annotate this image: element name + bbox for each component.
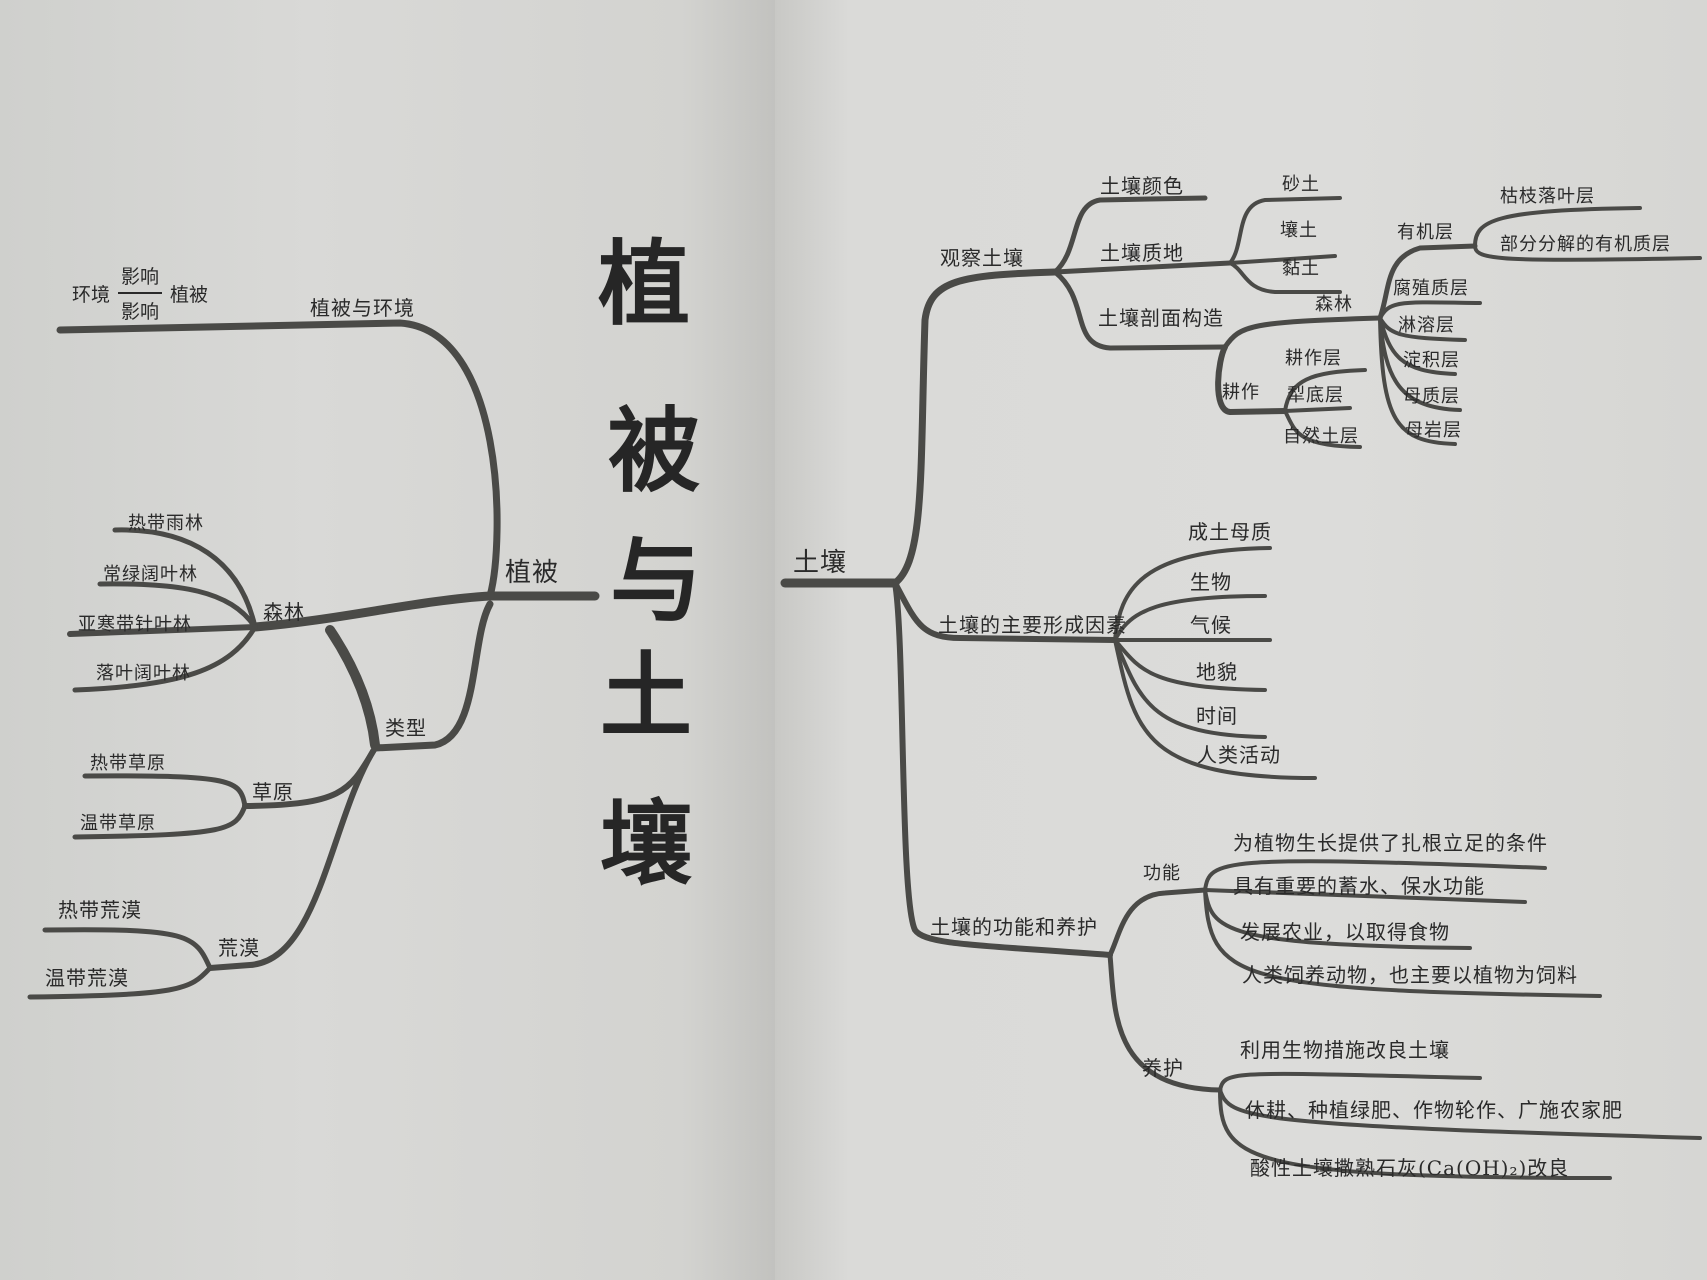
title-char-2: 被 xyxy=(608,397,701,505)
organic-item-1: 枯枝落叶层 xyxy=(1500,186,1595,207)
note-influence-bottom: 影响 xyxy=(121,301,160,323)
factor-item-6: 人类活动 xyxy=(1197,743,1281,767)
title-char-4: 土 xyxy=(600,642,693,750)
factor-item-3: 气候 xyxy=(1190,613,1232,637)
node-soil-profile: 土壤剖面构造 xyxy=(1098,306,1224,330)
title-char-3: 与 xyxy=(610,527,703,635)
node-organic-layer: 有机层 xyxy=(1397,222,1454,243)
texture-item-1: 砂土 xyxy=(1282,174,1320,195)
node-grassland: 草原 xyxy=(252,780,294,804)
forest-item-3: 亚寒带针叶林 xyxy=(78,614,192,635)
node-cultivated: 耕作 xyxy=(1222,382,1260,403)
care-item-2: 休耕、种植绿肥、作物轮作、广施农家肥 xyxy=(1245,1098,1623,1122)
factor-item-1: 成土母质 xyxy=(1188,520,1272,544)
fraction-bar xyxy=(118,292,163,294)
cultivated-item-3: 自然土层 xyxy=(1283,426,1359,447)
function-item-4: 人类饲养动物，也主要以植物为饲料 xyxy=(1242,963,1578,987)
cultivated-item-1: 耕作层 xyxy=(1285,348,1342,369)
forest-layer-3: 淀积层 xyxy=(1403,350,1460,371)
texture-item-3: 黏土 xyxy=(1282,258,1320,279)
forest-item-2: 常绿阔叶林 xyxy=(103,564,198,585)
care-item-1: 利用生物措施改良土壤 xyxy=(1240,1038,1450,1062)
note-influence-top: 影响 xyxy=(121,266,160,288)
title-char-1: 植 xyxy=(598,230,691,338)
node-function: 功能 xyxy=(1143,863,1181,884)
forest-item-4: 落叶阔叶林 xyxy=(96,663,191,684)
node-soil-texture: 土壤质地 xyxy=(1100,241,1184,265)
node-forest: 森林 xyxy=(263,600,305,624)
node-desert: 荒漠 xyxy=(218,936,260,960)
function-item-2: 具有重要的蓄水、保水功能 xyxy=(1233,874,1485,898)
node-profile-forest: 森林 xyxy=(1315,294,1353,315)
note-vegetation: 植被 xyxy=(170,283,209,306)
function-item-3: 发展农业，以取得食物 xyxy=(1240,920,1450,944)
desert-item-1: 热带荒漠 xyxy=(58,898,142,922)
node-care: 养护 xyxy=(1142,1056,1184,1080)
node-types: 类型 xyxy=(385,716,427,740)
title-char-5: 壤 xyxy=(600,790,693,898)
function-item-1: 为植物生长提供了扎根立足的条件 xyxy=(1233,831,1548,855)
forest-layer-5: 母岩层 xyxy=(1405,420,1462,441)
organic-item-2: 部分分解的有机质层 xyxy=(1500,234,1671,255)
forest-layer-1: 腐殖质层 xyxy=(1393,278,1469,299)
node-soil-color: 土壤颜色 xyxy=(1100,174,1184,198)
environment-relation-note: 环境 影响 影响 植被 xyxy=(72,262,208,324)
factor-item-2: 生物 xyxy=(1190,570,1232,594)
cultivated-item-2: 犁底层 xyxy=(1287,385,1344,406)
forest-layer-4: 母质层 xyxy=(1403,386,1460,407)
grassland-item-1: 热带草原 xyxy=(90,753,166,774)
forest-layer-2: 淋溶层 xyxy=(1398,315,1455,336)
grassland-item-2: 温带草原 xyxy=(80,813,156,834)
node-soil-root: 土壤 xyxy=(793,548,848,578)
texture-item-2: 壤土 xyxy=(1280,220,1318,241)
desert-item-2: 温带荒漠 xyxy=(45,966,129,990)
factor-item-5: 时间 xyxy=(1196,704,1238,728)
care-item-3: 酸性土壤撒熟石灰(Ca(OH)₂)改良 xyxy=(1250,1156,1570,1180)
node-formation-factors: 土壤的主要形成因素 xyxy=(938,613,1127,637)
factor-item-4: 地貌 xyxy=(1196,660,1238,684)
forest-item-1: 热带雨林 xyxy=(128,513,204,534)
node-observe-soil: 观察土壤 xyxy=(940,246,1024,270)
node-vegetation-root: 植被 xyxy=(505,558,560,588)
node-vegetation-environment: 植被与环境 xyxy=(310,296,415,320)
note-environment: 环境 xyxy=(72,283,111,306)
node-function-care: 土壤的功能和养护 xyxy=(930,915,1098,939)
left-page xyxy=(0,0,775,1280)
